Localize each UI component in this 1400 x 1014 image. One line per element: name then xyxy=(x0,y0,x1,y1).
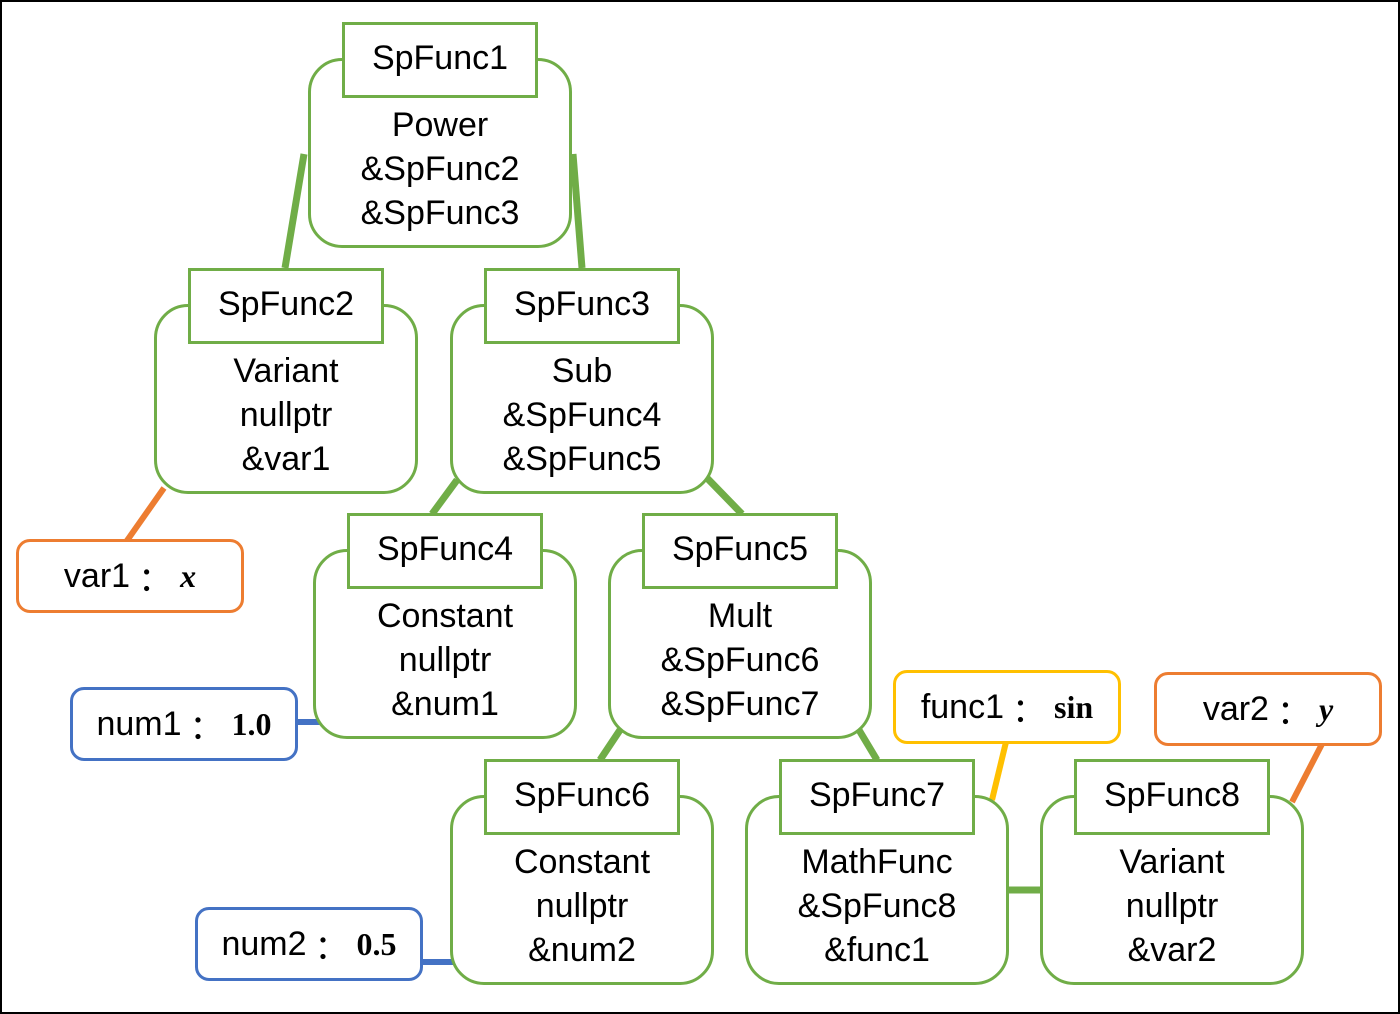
var2-name: var2 xyxy=(1202,689,1269,728)
spfunc4-arg1: nullptr xyxy=(398,641,492,679)
var2-value: y xyxy=(1318,690,1334,727)
func1-name: func1 xyxy=(920,687,1005,726)
func1-value: sin xyxy=(1054,688,1094,725)
spfunc5-type: Mult xyxy=(707,597,773,635)
spfunc3-label: SpFunc3 xyxy=(484,268,680,344)
edge-sf2-var1 xyxy=(123,486,167,544)
num1-name: num1 xyxy=(96,704,182,743)
spfunc7-label: SpFunc7 xyxy=(779,759,975,835)
spfunc6-label: SpFunc6 xyxy=(484,759,680,835)
spfunc6-type: Constant xyxy=(513,843,651,881)
spfunc3-arg2: &SpFunc5 xyxy=(502,440,662,478)
num2-value: 0.5 xyxy=(356,925,397,962)
spfunc8-arg1: nullptr xyxy=(1125,887,1219,925)
func1-leaf: func1：sin xyxy=(893,670,1121,744)
num1-separator: ： xyxy=(189,708,224,747)
spfunc1-label: SpFunc1 xyxy=(342,22,538,98)
num1-value: 1.0 xyxy=(231,705,272,742)
spfunc8-label: SpFunc8 xyxy=(1074,759,1270,835)
spfunc1-arg1: &SpFunc2 xyxy=(360,150,520,188)
edge-sf8-var2 xyxy=(1289,742,1325,804)
var1-separator: ： xyxy=(138,560,173,599)
var1-name: var1 xyxy=(63,556,131,595)
num2-separator: ： xyxy=(314,928,349,967)
spfunc2-type: Variant xyxy=(233,352,339,390)
num2-leaf: num2：0.5 xyxy=(195,907,423,981)
spfunc2-arg2: &var1 xyxy=(241,440,331,478)
spfunc4-type: Constant xyxy=(376,597,514,635)
edge-sf1-sf2 xyxy=(281,153,308,269)
var2-leaf: var2：y xyxy=(1154,672,1382,746)
spfunc5-arg2: &SpFunc7 xyxy=(660,685,820,723)
spfunc7-type: MathFunc xyxy=(801,843,953,881)
spfunc6-arg2: &num2 xyxy=(528,931,636,969)
edge-sf5-sf6 xyxy=(597,728,623,762)
edge-sf3-sf5 xyxy=(704,475,745,517)
spfunc1-arg2: &SpFunc3 xyxy=(360,194,520,232)
num2-name: num2 xyxy=(221,924,307,963)
edge-sf3-sf4 xyxy=(429,477,460,517)
func1-separator: ： xyxy=(1012,691,1047,730)
spfunc5-label: SpFunc5 xyxy=(642,513,838,589)
spfunc5-arg1: &SpFunc6 xyxy=(660,641,820,679)
num1-leaf: num1：1.0 xyxy=(70,687,298,761)
spfunc8-type: Variant xyxy=(1119,843,1225,881)
edge-sf5-sf7 xyxy=(855,728,881,762)
spfunc3-arg1: &SpFunc4 xyxy=(502,396,662,434)
edge-sf7-func1 xyxy=(989,741,1009,801)
spfunc4-label: SpFunc4 xyxy=(347,513,543,589)
spfunc2-label: SpFunc2 xyxy=(188,268,384,344)
spfunc8-arg2: &var2 xyxy=(1127,931,1217,969)
spfunc7-arg1: &SpFunc8 xyxy=(797,887,957,925)
edge-sf1-sf3 xyxy=(569,153,586,269)
var2-separator: ： xyxy=(1276,693,1311,732)
spfunc3-type: Sub xyxy=(551,352,613,390)
spfunc2-arg1: nullptr xyxy=(239,396,333,434)
var1-leaf: var1：x xyxy=(16,539,244,613)
spfunc6-arg1: nullptr xyxy=(535,887,629,925)
spfunc7-arg2: &func1 xyxy=(824,931,930,969)
var1-value: x xyxy=(180,557,197,594)
spfunc1-type: Power xyxy=(391,106,489,144)
spfunc4-arg2: &num1 xyxy=(391,685,499,723)
